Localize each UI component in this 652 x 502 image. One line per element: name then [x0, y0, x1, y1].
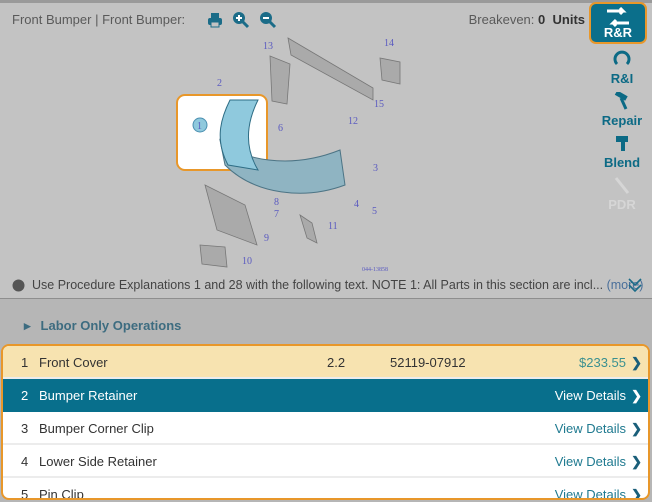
more-link[interactable]: (more) [606, 278, 644, 292]
zoom-out-icon[interactable] [259, 11, 277, 29]
repair-button[interactable]: Repair [596, 90, 648, 128]
view-details-link[interactable]: View Details [554, 487, 626, 500]
ri-button[interactable]: R&I [596, 50, 648, 86]
svg-text:1: 1 [197, 121, 202, 132]
procedure-note: Use Procedure Explanations 1 and 28 with… [0, 274, 652, 298]
rotate-icon [613, 50, 631, 66]
breakeven: Breakeven: 0 Units [468, 12, 585, 27]
svg-text:8: 8 [274, 197, 279, 208]
expand-chevron-icon[interactable] [628, 277, 642, 293]
caret-right-icon: ▸ [24, 318, 31, 333]
chevron-right-icon: ❯ [631, 487, 642, 500]
svg-text:13: 13 [263, 41, 273, 52]
view-details-link[interactable]: View Details [554, 388, 626, 403]
labor-only-toggle[interactable]: ▸Labor Only Operations [24, 318, 182, 333]
blend-button[interactable]: Blend [596, 134, 648, 170]
parts-diagram[interactable]: 1 2 3 4 5 6 7 8 9 10 11 12 13 14 15 044-… [170, 30, 420, 275]
chevron-right-icon: ❯ [631, 454, 642, 469]
svg-text:12: 12 [348, 116, 358, 127]
divider [0, 298, 652, 299]
hammer-icon [614, 90, 628, 110]
svg-text:7: 7 [274, 209, 279, 220]
view-details-link[interactable]: View Details [554, 454, 626, 469]
svg-text:4: 4 [354, 199, 359, 210]
svg-text:044-13858: 044-13858 [362, 267, 388, 273]
page-title: Front Bumper | Front Bumper: [12, 12, 186, 27]
svg-text:5: 5 [372, 206, 377, 217]
svg-text:3: 3 [373, 163, 378, 174]
chevron-right-icon: ❯ [631, 388, 642, 403]
svg-text:15: 15 [374, 99, 384, 110]
svg-text:10: 10 [242, 256, 252, 267]
chevron-right-icon: ❯ [631, 421, 642, 436]
svg-text:14: 14 [384, 38, 394, 49]
svg-text:9: 9 [264, 233, 269, 244]
svg-text:11: 11 [328, 221, 338, 232]
printer-icon[interactable] [206, 11, 224, 29]
callout-labels: 1 2 3 4 5 6 7 8 9 10 11 12 13 14 15 044-… [192, 38, 394, 273]
swap-arrows-icon [607, 6, 629, 28]
pdr-tool-icon [614, 177, 630, 194]
globe-icon [12, 279, 25, 292]
chevron-right-icon: ❯ [631, 355, 642, 370]
top-border [0, 0, 652, 3]
svg-text:6: 6 [278, 123, 283, 134]
price-link[interactable]: $233.55 [579, 355, 626, 370]
rr-button[interactable]: R&R [589, 2, 647, 44]
pdr-button[interactable]: PDR [596, 176, 648, 212]
zoom-in-icon[interactable] [232, 11, 250, 29]
svg-text:2: 2 [217, 78, 222, 89]
spray-gun-icon [616, 136, 628, 151]
view-details-link[interactable]: View Details [554, 421, 626, 436]
